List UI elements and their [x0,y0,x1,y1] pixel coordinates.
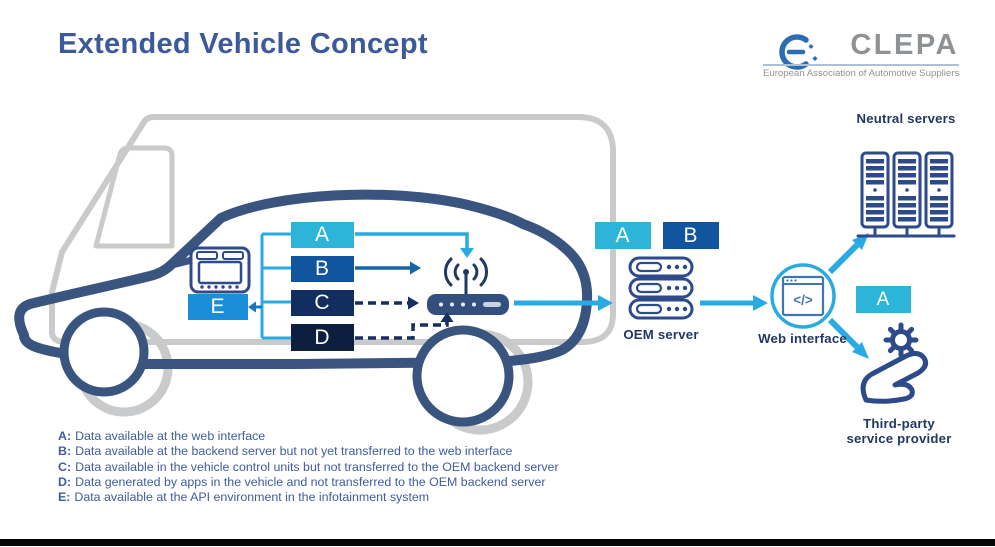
arrow-to-e-box [248,301,262,313]
car-rear-wheel [412,325,514,427]
arrow-d-to-router [355,312,454,340]
third-party-label: Third-party service provider [839,416,959,446]
oem-box-a: A [595,222,651,249]
legend-key-e: E: [58,490,71,505]
data-box-e: E [188,294,248,320]
page-title: Extended Vehicle Concept [58,28,428,60]
gear-icon [883,322,919,358]
clepa-logo: CLEPA European Association of Automotive… [763,29,959,79]
legend-key-d: D: [58,474,72,489]
thirdparty-box-a: A [856,286,911,313]
car-front-wheel [59,307,149,397]
code-glyph: </> [793,293,813,308]
data-box-c: C [291,290,354,316]
legend-row-a: A:Data available at the web interface [58,429,559,444]
legend-key-c: C: [58,459,72,474]
van-window [93,145,175,249]
legend-text-c: Data available in the vehicle control un… [75,459,559,474]
data-box-a: A [291,222,354,248]
logo-divider [763,64,959,66]
arrow-web-to-neutral [827,233,869,275]
third-party-label-line1: Third-party [863,416,935,431]
neutral-servers-icon [856,151,956,238]
arrow-c-to-router [355,296,419,310]
hand-icon [860,350,928,404]
legend-key-b: B: [58,444,72,459]
legend-row-b: B:Data available at the backend server b… [58,444,559,459]
clepa-logo-text: CLEPA [850,29,959,61]
wifi-router-icon [427,257,509,315]
legend-text-e: Data available at the API environment in… [74,490,430,505]
arrow-oem-to-web [700,295,768,311]
legend-row-c: C:Data available in the vehicle control … [58,460,559,475]
arrow-web-to-thirdparty [827,317,869,359]
box-connector-line [260,232,291,340]
oem-box-b: B [663,222,719,249]
legend-text-d: Data generated by apps in the vehicle an… [75,474,546,489]
legend-text-a: Data available at the web interface [75,429,266,443]
legend-row-d: D:Data generated by apps in the vehicle … [58,475,559,490]
legend: A:Data available at the web interface B:… [58,429,559,505]
legend-text-b: Data available at the backend server but… [75,444,513,459]
clepa-logo-icon [779,34,818,70]
oem-server-icon [628,256,694,320]
data-box-b: B [291,256,354,282]
neutral-servers-label: Neutral servers [856,111,956,126]
data-box-d: D [291,324,354,351]
web-interface-icon: </> [770,263,836,329]
arrow-a-to-router [355,232,474,258]
infotainment-icon [189,246,251,294]
arrow-b-to-router [355,261,421,275]
legend-row-e: E:Data available at the API environment … [58,490,559,505]
bottom-border-bar [0,539,995,546]
logo-subtitle: European Association of Automotive Suppl… [763,68,960,79]
legend-key-a: A: [58,429,72,443]
oem-server-label: OEM server [623,327,699,342]
web-interface-label: Web interface [758,331,847,346]
arrow-car-to-oem [514,295,613,311]
third-party-label-line2: service provider [846,431,952,446]
